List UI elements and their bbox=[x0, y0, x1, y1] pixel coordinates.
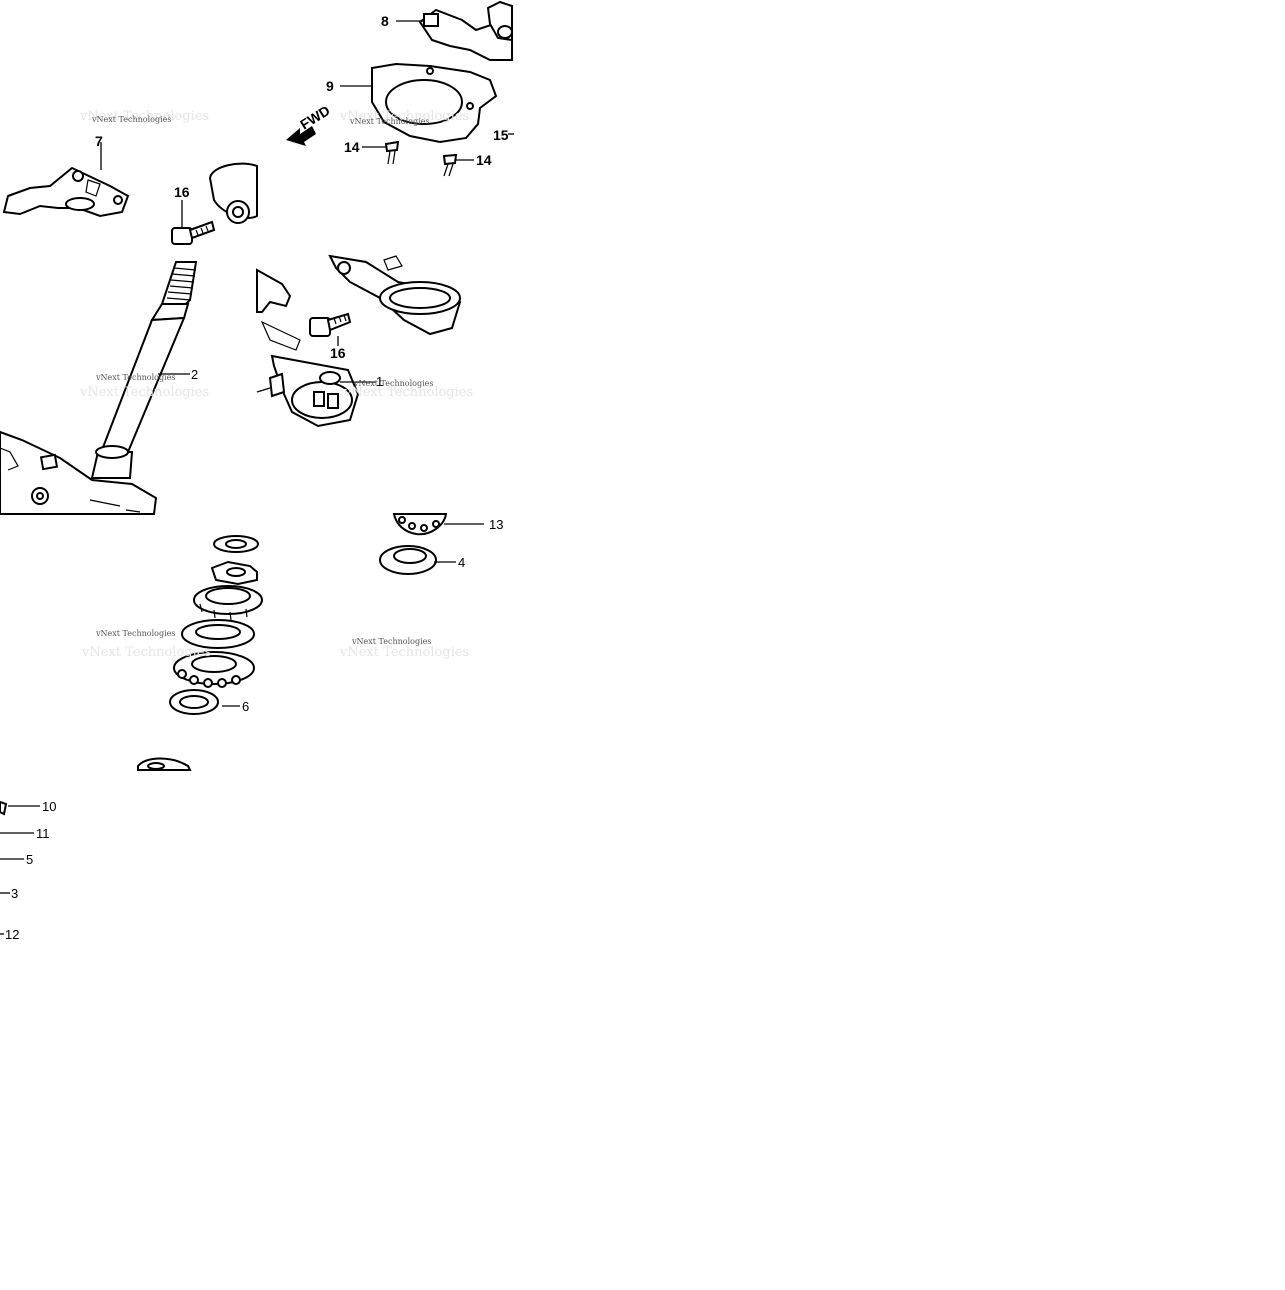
screw-part-14b bbox=[442, 153, 458, 177]
callout-3: 3 bbox=[11, 886, 18, 901]
callout-4: 4 bbox=[458, 555, 465, 570]
callout-15: 15 bbox=[493, 127, 509, 143]
callout-14b: 14 bbox=[476, 152, 492, 168]
race-part-4 bbox=[379, 545, 437, 575]
dust-seal bbox=[181, 619, 255, 649]
watermark-ghost: vNext Technologies bbox=[343, 385, 473, 400]
bracket-part-7 bbox=[2, 166, 130, 218]
watermark-ghost: vNext Technologies bbox=[339, 645, 469, 660]
callout-16a: 16 bbox=[174, 184, 190, 200]
watermark-text: vNext Technologies bbox=[353, 379, 433, 388]
washer-top bbox=[213, 535, 259, 553]
lock-part-1 bbox=[256, 354, 360, 428]
tile-top-left: 7 16 vNext Technologies vNext Technologi… bbox=[2, 109, 258, 245]
switch-housing bbox=[256, 268, 301, 351]
bolt-part-16b bbox=[309, 312, 352, 337]
part-10-fragment bbox=[0, 800, 8, 816]
watermark-text: vNext Technologies bbox=[95, 629, 175, 638]
callout-10: 10 bbox=[42, 799, 56, 814]
watermark-text: vNext Technologies bbox=[95, 373, 175, 382]
callout-1: 1 bbox=[376, 374, 383, 389]
tile-lower-left: 6 vNext Technologies vNext Technologies bbox=[81, 535, 263, 715]
watermark-ghost: vNext Technologies bbox=[339, 109, 469, 124]
fork-clamp bbox=[208, 162, 258, 224]
callout-9: 9 bbox=[326, 78, 334, 94]
bracket-part-8 bbox=[418, 0, 513, 61]
bearing-part-13 bbox=[392, 513, 448, 536]
callout-13: 13 bbox=[489, 517, 503, 532]
fwd-label: FWD bbox=[297, 102, 333, 132]
watermark-text: vNext Technologies bbox=[91, 115, 171, 124]
tile-middle-left: 2 vNext Technologies vNext Technologies bbox=[0, 261, 209, 515]
callout-7: 7 bbox=[95, 133, 103, 149]
callout-2: 2 bbox=[191, 367, 198, 382]
callout-11: 11 bbox=[36, 826, 50, 841]
callout-14a: 14 bbox=[344, 139, 360, 155]
tile-bottom-left: 10 11 5 3 12 bbox=[0, 757, 192, 942]
watermark-ghost: vNext Technologies bbox=[79, 109, 209, 124]
cone-fragment bbox=[137, 757, 192, 771]
callout-8: 8 bbox=[381, 13, 389, 29]
watermark-text: vNext Technologies bbox=[351, 637, 431, 646]
adjusting-nut bbox=[193, 585, 263, 621]
upper-clamp bbox=[328, 254, 462, 336]
bearing bbox=[173, 651, 255, 688]
plate-part-9 bbox=[371, 62, 498, 144]
tile-middle-right: 16 1 vNext Technologies vNext Technologi… bbox=[256, 254, 473, 428]
tile-lower-right: 13 4 vNext Technologies vNext Technologi… bbox=[339, 513, 503, 660]
tile-top-right: 8 9 FWD 14 14 15 v bbox=[286, 0, 514, 177]
watermark-ghost: vNext Technologies bbox=[79, 385, 209, 400]
screw-part-14a bbox=[384, 140, 400, 165]
lock-washer bbox=[210, 560, 258, 586]
fwd-arrow bbox=[286, 126, 316, 146]
callout-12: 12 bbox=[5, 927, 19, 942]
race-part-6 bbox=[169, 689, 219, 715]
watermark-ghost: vNext Technologies bbox=[81, 645, 211, 660]
callout-6: 6 bbox=[242, 699, 249, 714]
bolt-part-16 bbox=[171, 220, 216, 245]
callout-5: 5 bbox=[26, 852, 33, 867]
callout-16b: 16 bbox=[330, 345, 346, 361]
bottom-bridge bbox=[0, 430, 158, 515]
steering-stem-part-2 bbox=[90, 261, 198, 479]
watermark-text: vNext Technologies bbox=[349, 117, 429, 126]
